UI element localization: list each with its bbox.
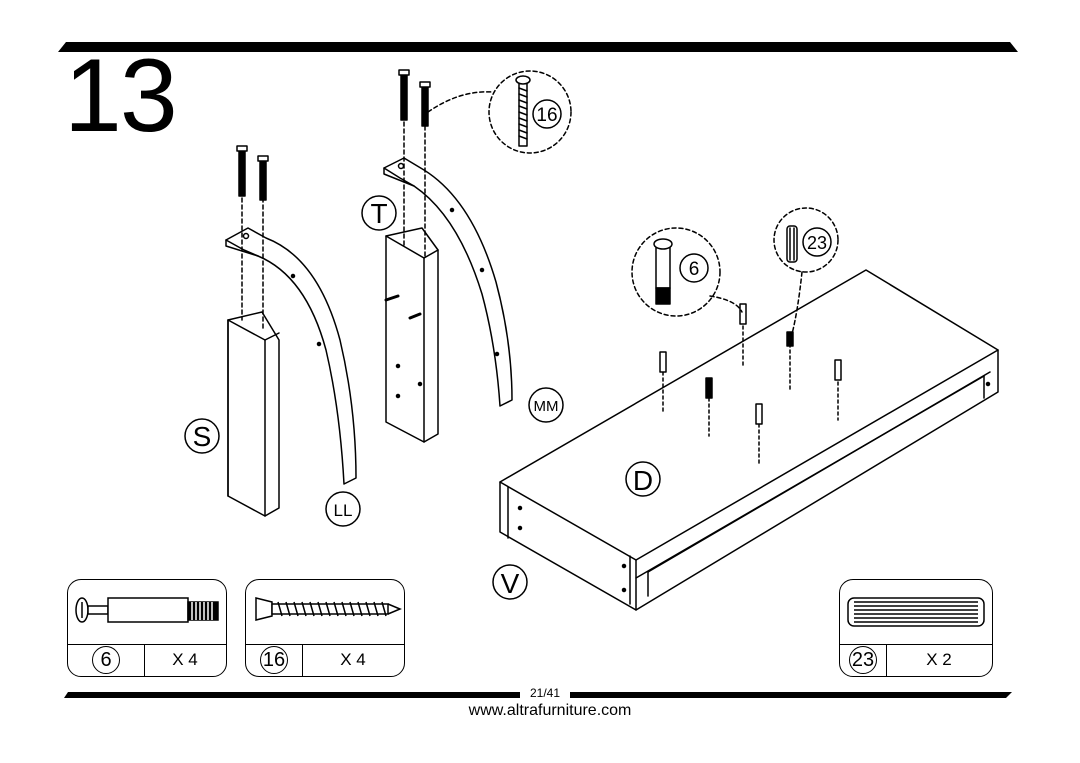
screw-icon (515, 75, 531, 147)
hardware-id: 6 (92, 646, 120, 674)
hardware-id: 23 (849, 646, 877, 674)
screw-icon (255, 597, 402, 621)
panel-d-hardware (659, 303, 842, 465)
page-number: 21/41 (520, 686, 570, 700)
label-ll: LL (334, 501, 353, 520)
dowel-icon (786, 225, 798, 263)
label-t: T (370, 198, 387, 229)
screws-s (236, 145, 269, 331)
screw-callout (427, 70, 572, 154)
label-d: D (633, 465, 653, 496)
hardware-qty: X 4 (340, 650, 366, 669)
bracket-ll (225, 227, 357, 485)
screw-picture (246, 580, 404, 645)
step-number: 13 (64, 38, 178, 154)
label-s: S (193, 421, 212, 452)
dowel-callout (773, 207, 839, 335)
screw-icon (236, 145, 248, 197)
website-url[interactable]: www.altrafurniture.com (468, 702, 632, 719)
cam-bolt-picture (68, 580, 226, 645)
hardware-card-screw: 16 X 4 (245, 579, 405, 677)
panel-s (227, 311, 280, 517)
label-v: V (501, 568, 520, 599)
hardware-id: 16 (260, 646, 288, 674)
cam-bolt-icon (653, 238, 673, 305)
hardware-card-dowel: 23 X 2 (839, 579, 993, 677)
callout-cam-bolt-id: 6 (689, 259, 700, 280)
callout-screw-id: 16 (536, 105, 557, 126)
label-mm: MM (534, 398, 559, 415)
hardware-qty: X 2 (926, 650, 952, 669)
hardware-card-cam-bolt: 6 X 4 (67, 579, 227, 677)
screw-icon (257, 155, 269, 201)
callout-dowel-id: 23 (807, 233, 827, 253)
screw-icon (398, 69, 410, 121)
header-rule (58, 42, 1018, 52)
cam-bolt-icon (75, 597, 219, 623)
bracket-mm (383, 157, 513, 407)
cam-bolt-callout (631, 227, 743, 317)
screw-icon (419, 81, 431, 127)
panel-t (384, 227, 439, 443)
dowel-picture (840, 580, 992, 645)
dowel-icon (847, 597, 985, 627)
screws-t (398, 69, 431, 257)
hardware-qty: X 4 (172, 650, 198, 669)
panel-d (499, 269, 999, 611)
